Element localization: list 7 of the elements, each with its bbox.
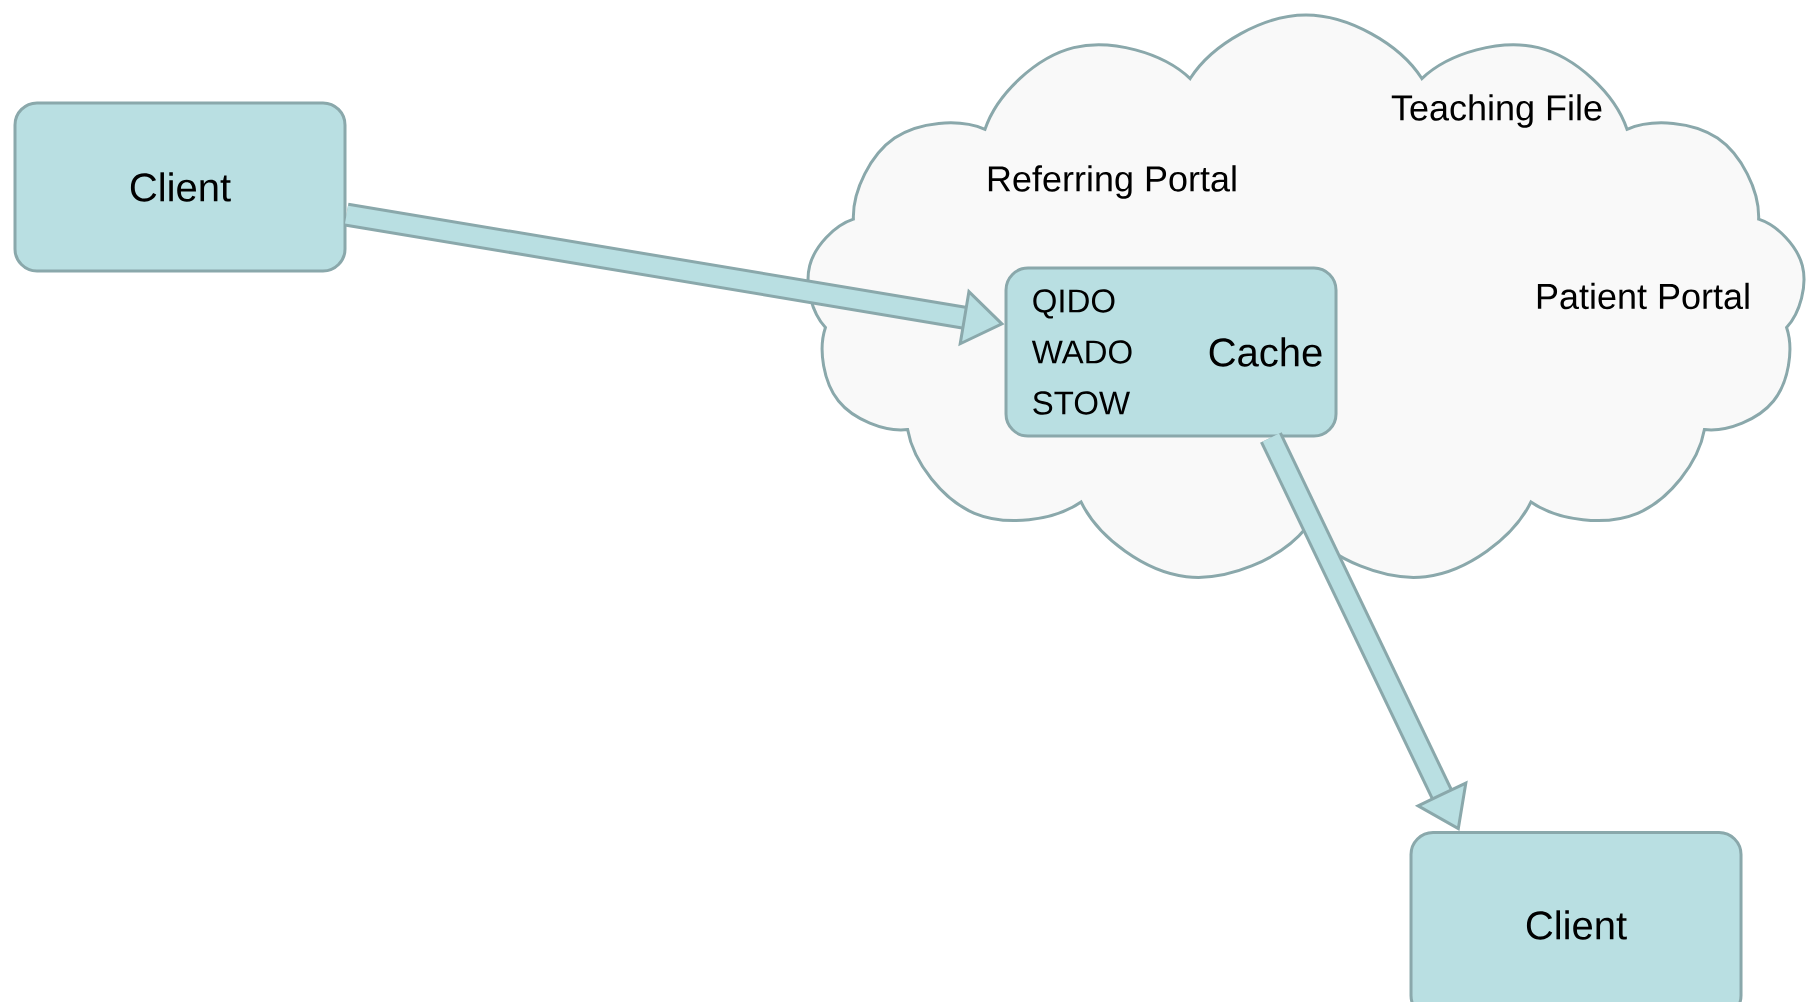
block-arrow <box>1260 432 1468 831</box>
client-box: Client <box>1409 831 1743 1002</box>
service-box: QIDO WADO STOW Cache <box>1004 266 1338 438</box>
client-box: Client <box>13 101 347 273</box>
cloud-label: Patient Portal <box>1537 282 1749 310</box>
cloud-label: Teaching File <box>1391 94 1602 128</box>
cloud-label: Referring Portal <box>988 165 1236 199</box>
